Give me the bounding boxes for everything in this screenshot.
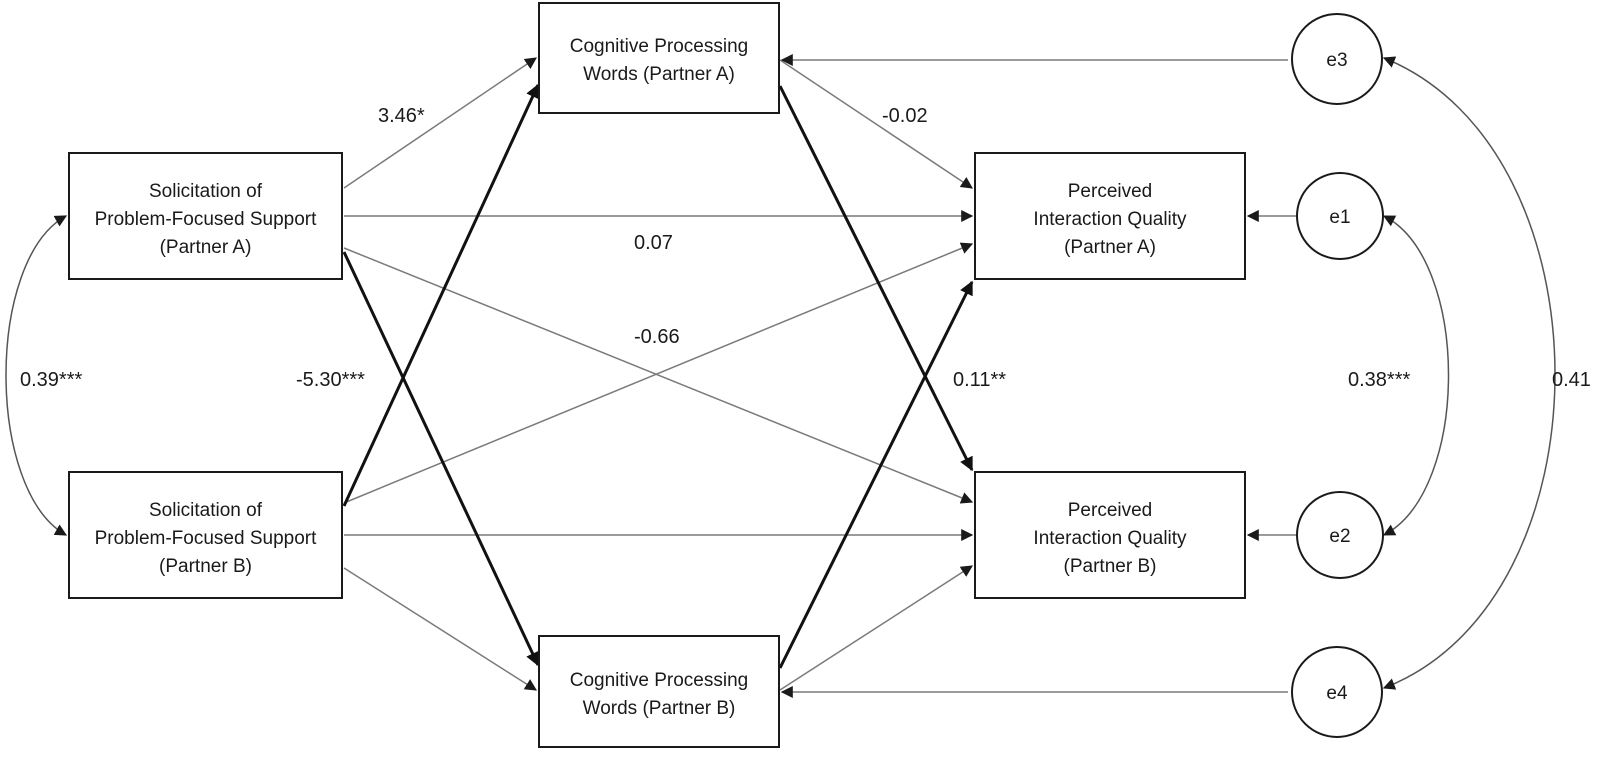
coef-cov-e1-e2: 0.38*** xyxy=(1348,369,1410,391)
cov-e1-e2 xyxy=(1382,215,1450,536)
coef-a-path: 3.46* xyxy=(378,105,425,127)
node-solicit-a-line-1: Solicitation of xyxy=(149,181,263,202)
cov-solicit-a-b xyxy=(5,215,68,536)
node-solicit-b-line-3: (Partner B) xyxy=(159,556,252,577)
coef-cog-to-piq: -0.02 xyxy=(882,105,928,127)
node-piq-a-line-2: Interaction Quality xyxy=(1033,209,1187,230)
error-e2-label: e2 xyxy=(1329,526,1350,547)
node-cog-a: Cognitive Processing Words (Partner A) xyxy=(538,2,780,114)
error-e3-label: e3 xyxy=(1326,50,1347,71)
path-solicit-b-to-cog-b xyxy=(343,567,538,691)
node-piq-b-line-3: (Partner B) xyxy=(1064,556,1157,577)
node-solicit-a-line-2: Problem-Focused Support xyxy=(95,209,317,230)
node-solicit-b-line-2: Problem-Focused Support xyxy=(95,528,317,549)
node-piq-a-line-1: Perceived xyxy=(1068,181,1153,202)
node-cog-a-line-1: Cognitive Processing xyxy=(570,36,748,57)
error-e1: e1 xyxy=(1296,172,1384,260)
node-solicit-a-line-3: (Partner A) xyxy=(160,237,252,258)
path-cog-a-to-piq-a xyxy=(779,59,973,189)
node-cog-b: Cognitive Processing Words (Partner B) xyxy=(538,635,780,748)
node-piq-b-line-2: Interaction Quality xyxy=(1033,528,1187,549)
cov-e3-e4 xyxy=(1382,56,1556,690)
node-cog-b-line-1: Cognitive Processing xyxy=(570,670,748,691)
error-e1-label: e1 xyxy=(1329,207,1350,228)
path-solicit-b-to-piq-a xyxy=(343,242,974,504)
node-solicit-b-line-1: Solicitation of xyxy=(149,500,263,521)
node-piq-a-line-3: (Partner A) xyxy=(1064,237,1156,258)
path-solicit-a-to-cog-b xyxy=(342,251,540,667)
node-solicit-a: Solicitation of Problem-Focused Support … xyxy=(68,152,343,280)
node-cog-a-line-2: Words (Partner A) xyxy=(583,64,735,85)
error-e4: e4 xyxy=(1291,646,1383,738)
path-solicit-b-to-cog-a xyxy=(342,83,540,507)
path-solicit-a-to-piq-b xyxy=(343,247,974,504)
node-piq-a: Perceived Interaction Quality (Partner A… xyxy=(974,152,1246,280)
path-cog-b-to-piq-a xyxy=(778,280,974,669)
coef-cross-a-path: -5.30*** xyxy=(296,369,365,391)
coef-cov-e3-e4: 0.41 xyxy=(1552,369,1591,391)
coef-cross-b-path: 0.11** xyxy=(953,369,1006,391)
node-cog-b-line-2: Words (Partner B) xyxy=(583,698,736,719)
coef-direct-actor: 0.07 xyxy=(634,232,673,254)
path-solicit-a-to-cog-a xyxy=(343,57,537,189)
error-e4-label: e4 xyxy=(1326,683,1348,704)
coef-direct-partner: -0.66 xyxy=(634,326,680,348)
error-e3: e3 xyxy=(1291,13,1383,105)
node-solicit-b: Solicitation of Problem-Focused Support … xyxy=(68,471,343,599)
node-piq-b: Perceived Interaction Quality (Partner B… xyxy=(974,471,1246,599)
error-e2: e2 xyxy=(1296,491,1384,579)
path-cog-a-to-piq-b xyxy=(778,85,974,472)
path-cog-b-to-piq-b xyxy=(779,565,974,691)
coef-cov-solicit: 0.39*** xyxy=(20,369,82,391)
node-piq-b-line-1: Perceived xyxy=(1068,500,1153,521)
